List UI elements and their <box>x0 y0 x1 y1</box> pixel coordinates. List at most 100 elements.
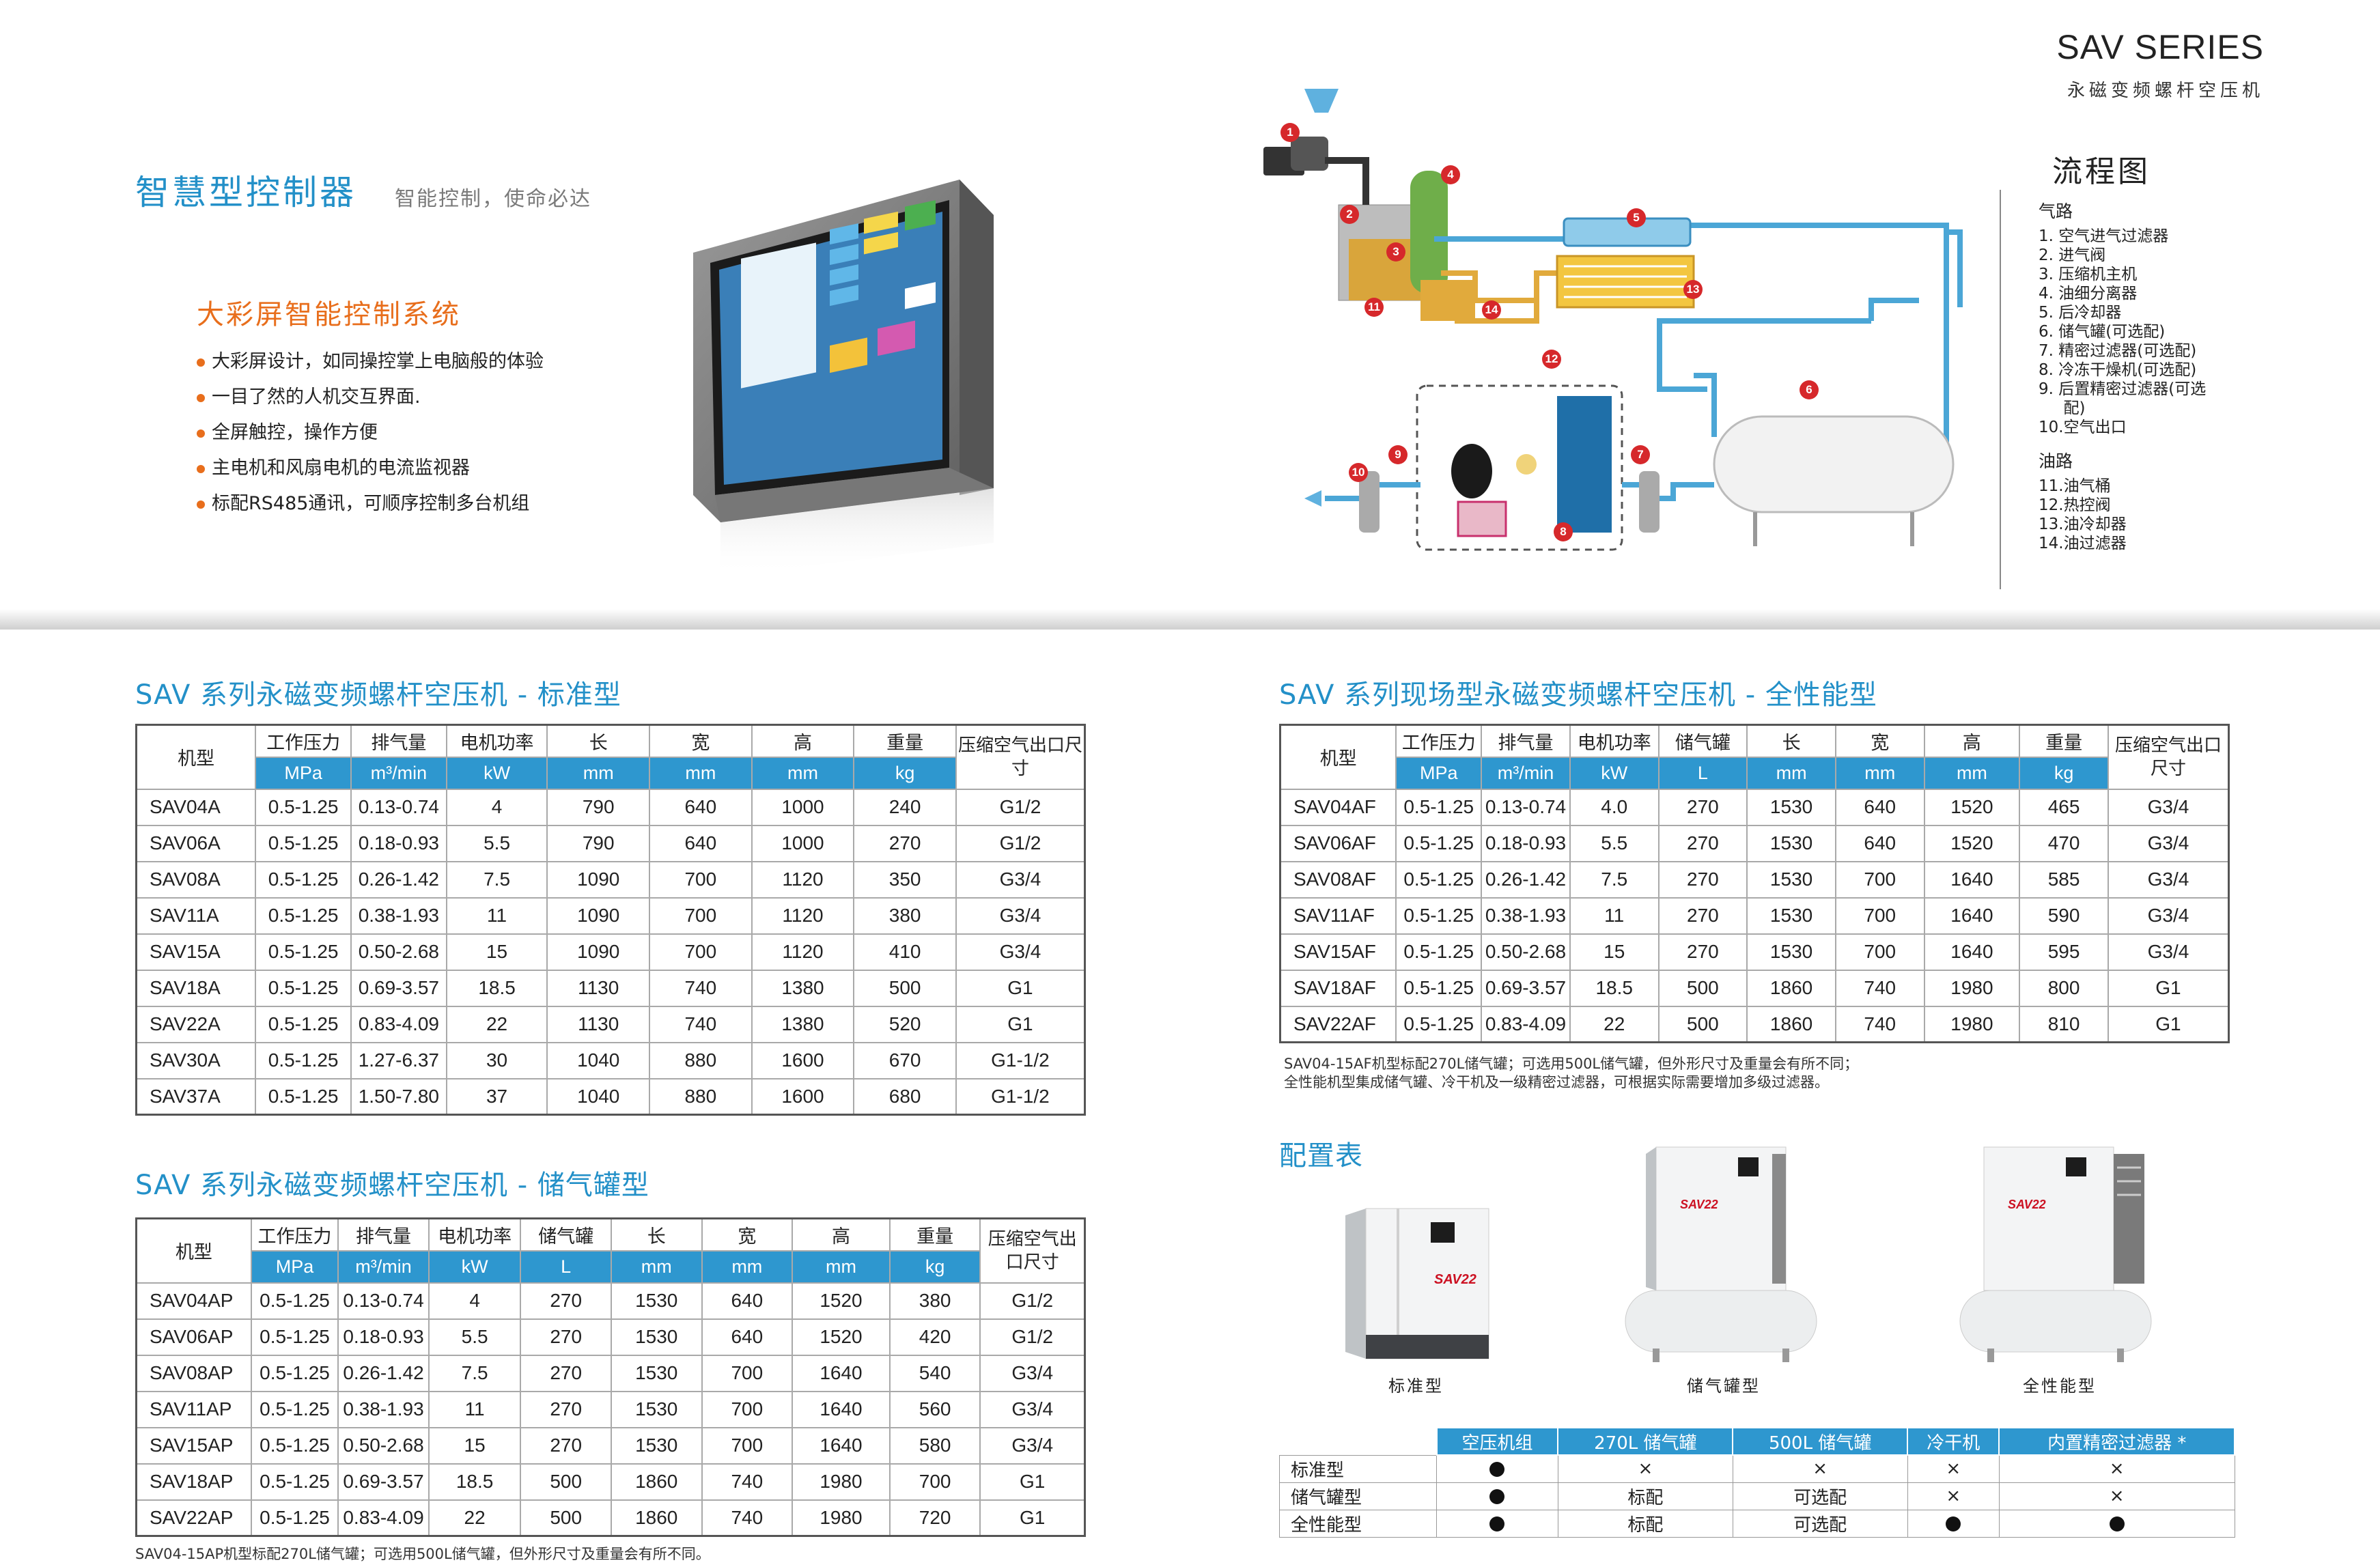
table-cell: 0.69-3.57 <box>350 969 447 1007</box>
table-cell: G1-1/2 <box>955 1041 1086 1079</box>
table-cell: 11 <box>428 1390 522 1428</box>
table-cell: 1530 <box>610 1318 703 1356</box>
table-cell: G1 <box>979 1499 1086 1537</box>
model-cell: SAV30A <box>135 1041 257 1079</box>
table-cell: 500 <box>1657 969 1748 1007</box>
air-header: 气路 <box>2039 201 2073 221</box>
table-cell: 0.83-4.09 <box>337 1499 430 1537</box>
table-cell: 880 <box>649 1041 753 1079</box>
table-cell: 4 <box>445 788 548 826</box>
table-cell: 0.69-3.57 <box>1481 969 1571 1007</box>
table-cell: G1 <box>2107 1005 2230 1043</box>
table-cell: 800 <box>2019 969 2109 1007</box>
table-cell: 270 <box>1657 897 1748 935</box>
table-cell: 1530 <box>610 1390 703 1428</box>
flow-marker: 3 <box>1386 242 1405 262</box>
table-cell: 700 <box>649 897 753 935</box>
table-cell: 1530 <box>610 1426 703 1465</box>
table-cell: 1120 <box>751 897 855 935</box>
product-caption: 全性能型 <box>2023 1377 2097 1396</box>
model-cell: SAV18AP <box>135 1463 252 1501</box>
table-cell: 0.5-1.25 <box>250 1463 339 1501</box>
model-cell: SAV06A <box>135 824 257 862</box>
legend-item: 12.热控阀 <box>2039 496 2111 514</box>
table-cell: G1/2 <box>955 788 1086 826</box>
table-cell: 1520 <box>1923 788 2021 826</box>
config-cell: × <box>1998 1482 2235 1510</box>
table-cell: 1380 <box>751 1005 855 1043</box>
table-cell: 5.5 <box>445 824 548 862</box>
model-cell: SAV18A <box>135 969 257 1007</box>
table-cell: 240 <box>853 788 957 826</box>
table-cell: 1640 <box>1923 897 2021 935</box>
column-header: 工作压力 <box>255 724 352 758</box>
feature-list: 大彩屏设计，如同操控掌上电脑般的体验 一目了然的人机交互界面. 全屏触控，操作方… <box>197 348 544 526</box>
table-cell: 1040 <box>546 1041 651 1079</box>
model-cell: SAV22A <box>135 1005 257 1043</box>
config-column-header: 270L 储气罐 <box>1557 1427 1734 1456</box>
section-divider <box>0 609 2380 630</box>
model-cell: SAV08AF <box>1279 860 1397 899</box>
header-row: 机型工作压力排气量电机功率储气罐长宽高重量压缩空气出口尺寸 <box>1279 724 2230 790</box>
legend-item: 9. 后置精密过滤器(可选 <box>2039 380 2207 398</box>
config-column-header: 空压机组 <box>1436 1427 1559 1456</box>
table-cell: G3/4 <box>955 860 1086 899</box>
table-cell: G3/4 <box>2107 824 2230 862</box>
config-cell <box>1436 1454 1558 1483</box>
table-cell: G3/4 <box>955 933 1086 971</box>
column-header: 电机功率 <box>1569 724 1660 758</box>
config-cell: × <box>1998 1454 2235 1483</box>
standard-model-image: SAV22 <box>1345 1208 1489 1359</box>
model-cell: SAV11AP <box>135 1390 252 1428</box>
table-cell: G1 <box>955 1005 1086 1043</box>
table-cell: 270 <box>520 1354 612 1392</box>
table-cell: 0.5-1.25 <box>1395 860 1483 899</box>
table-cell: 700 <box>1834 933 1925 971</box>
legend-item: 配) <box>2039 399 2086 417</box>
outlet-header: 压缩空气出口尺寸 <box>2107 724 2230 790</box>
table-cell: 1520 <box>792 1282 891 1320</box>
unit-header: mm <box>1834 756 1925 790</box>
table-cell: 0.5-1.25 <box>1395 824 1483 862</box>
header-row: 机型工作压力排气量电机功率长宽高重量压缩空气出口尺寸 <box>135 724 1086 790</box>
table-cell: 700 <box>1834 897 1925 935</box>
table-cell: 0.83-4.09 <box>1481 1005 1571 1043</box>
feature-item: 一目了然的人机交互界面. <box>197 384 544 419</box>
tank-note: SAV04-15AP机型标配270L储气罐；可选用500L储气罐，但外形尺寸及重… <box>135 1546 710 1562</box>
column-header: 重量 <box>2019 724 2109 758</box>
table-cell: G3/4 <box>979 1390 1086 1428</box>
table-cell: 720 <box>888 1499 981 1537</box>
included-dot-icon <box>1489 1488 1505 1504</box>
column-header: 长 <box>1746 724 1836 758</box>
table-cell: 0.5-1.25 <box>255 860 352 899</box>
flow-marker: 7 <box>1631 445 1650 464</box>
table-cell: G1/2 <box>979 1282 1086 1320</box>
unit-header: MPa <box>250 1250 339 1284</box>
table-cell: 1530 <box>610 1282 703 1320</box>
table-cell: 0.13-0.74 <box>337 1282 430 1320</box>
table-cell: 1000 <box>751 788 855 826</box>
table-cell: 670 <box>853 1041 957 1079</box>
config-row: 标准型×××× <box>1279 1454 2235 1483</box>
config-column-header: 500L 储气罐 <box>1732 1427 1909 1456</box>
table-cell: 0.83-4.09 <box>350 1005 447 1043</box>
table-cell: 15 <box>1569 933 1660 971</box>
full-note-line: 全性能机型集成储气罐、冷干机及一级精密过滤器，可根据实际需要增加多级过滤器。 <box>1284 1074 1829 1090</box>
unit-header: L <box>520 1250 612 1284</box>
table-cell: 700 <box>649 933 753 971</box>
table-cell: 0.5-1.25 <box>255 824 352 862</box>
table-cell: 640 <box>649 824 753 862</box>
table-cell: 0.5-1.25 <box>250 1499 339 1537</box>
config-cell <box>1436 1482 1558 1510</box>
svg-text:SAV22: SAV22 <box>2008 1198 2046 1211</box>
table-cell: G3/4 <box>2107 788 2230 826</box>
flow-title: 流程图 <box>2052 154 2151 189</box>
flow-marker: 4 <box>1441 165 1460 184</box>
